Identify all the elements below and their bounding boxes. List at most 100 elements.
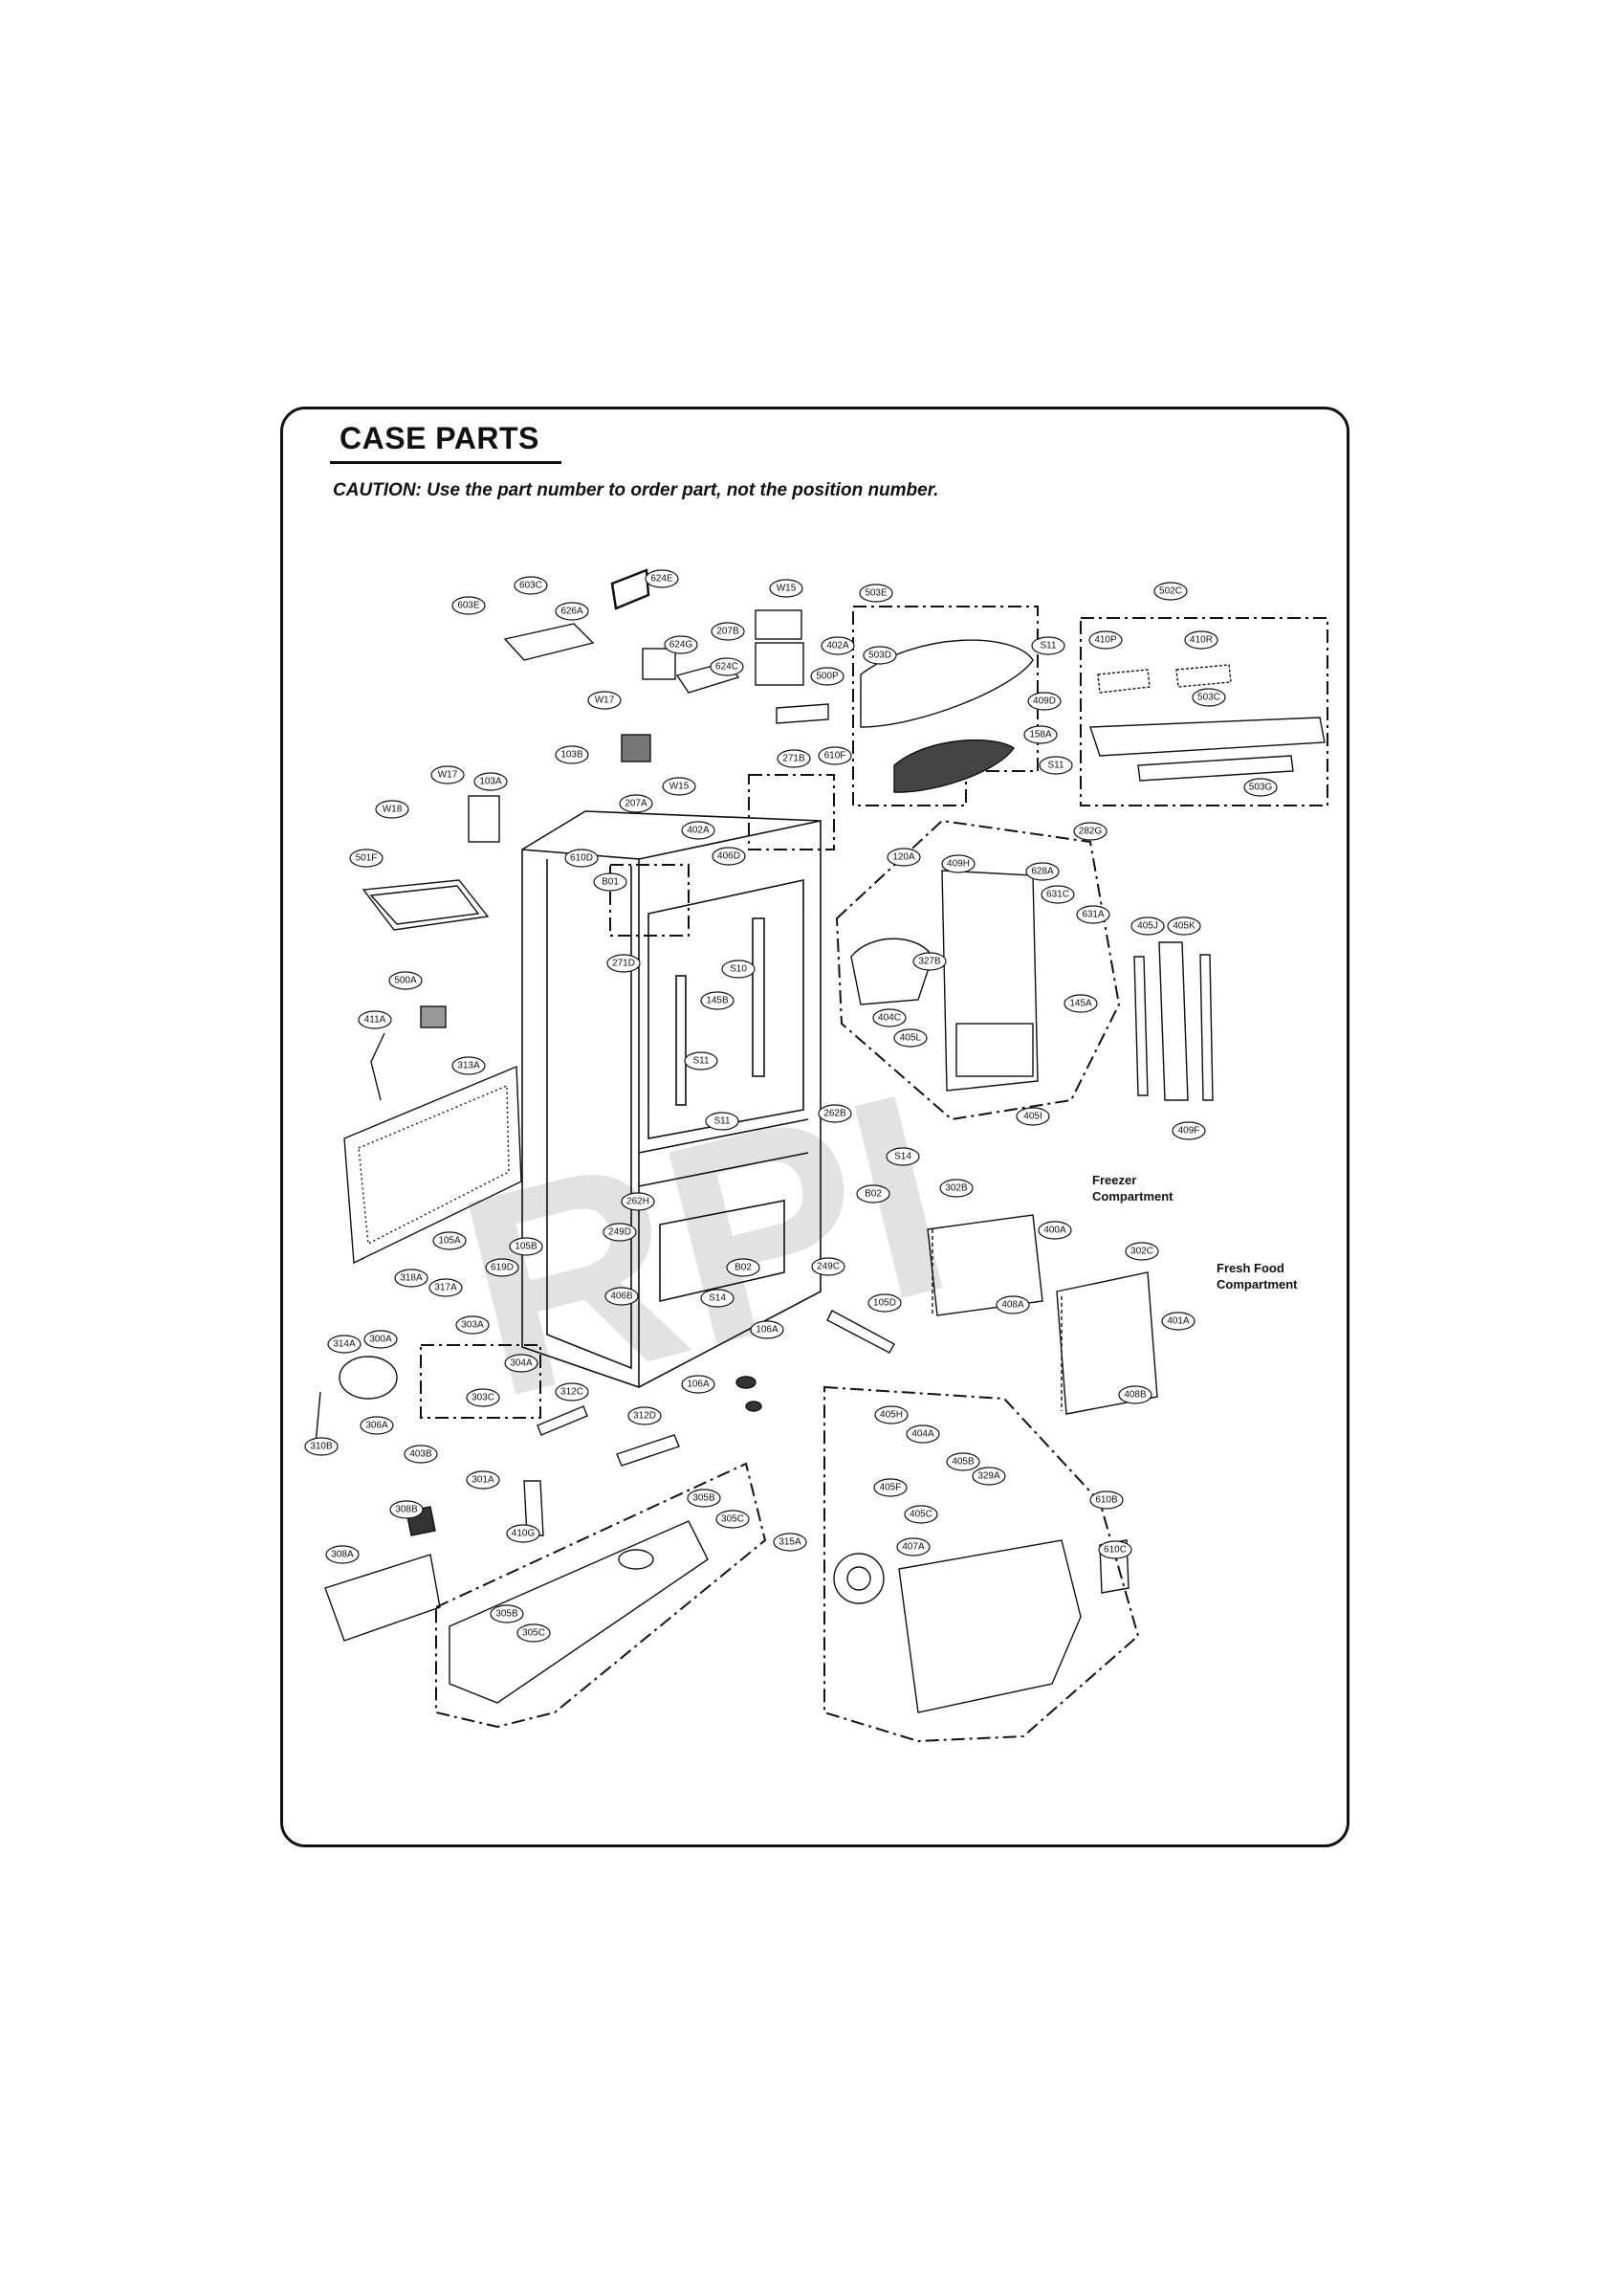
callout-502c: 502C [1153, 582, 1188, 601]
svg-text:W18: W18 [383, 805, 403, 815]
svg-text:318A: 318A [400, 1273, 423, 1284]
callout-103a: 103A [473, 772, 508, 791]
svg-text:313A: 313A [457, 1061, 480, 1071]
callout-103b: 103B [555, 745, 589, 764]
svg-text:503E: 503E [865, 588, 888, 599]
callout-b01: B01 [593, 872, 627, 892]
svg-text:105A: 105A [438, 1236, 461, 1247]
callout-301a: 301A [466, 1470, 500, 1490]
svg-text:327B: 327B [918, 957, 941, 967]
callout-305b-2: 305B [490, 1604, 524, 1623]
callout-402a: 402A [821, 636, 855, 655]
svg-text:405F: 405F [880, 1483, 902, 1493]
callout-409h: 409H [941, 854, 976, 873]
callout-120a: 120A [887, 848, 921, 867]
callout-503c: 503C [1192, 688, 1226, 707]
callout-312c: 312C [555, 1382, 589, 1402]
callout-400a: 400A [1038, 1221, 1072, 1240]
callout-410p: 410P [1088, 630, 1123, 650]
freezer-label-line2: Compartment [1092, 1189, 1173, 1203]
title-underline [330, 461, 561, 464]
svg-text:W17: W17 [438, 770, 458, 781]
callout-s10: S10 [721, 960, 756, 979]
callout-271b: 271B [777, 749, 811, 768]
svg-text:402A: 402A [687, 826, 710, 836]
callout-405h: 405H [874, 1405, 909, 1424]
callout-624e: 624E [645, 569, 679, 588]
svg-text:404C: 404C [878, 1013, 901, 1024]
callout-626a: 626A [555, 602, 589, 621]
callout-s14-a: S14 [886, 1147, 920, 1166]
callout-503g: 503G [1243, 778, 1278, 797]
page-title: CASE PARTS [340, 421, 539, 455]
callout-628a: 628A [1025, 862, 1060, 881]
group-outline-303a [420, 1344, 541, 1419]
fresh-food-label-line2: Compartment [1217, 1277, 1298, 1292]
svg-text:610F: 610F [824, 751, 846, 762]
callout-408b: 408B [1118, 1385, 1152, 1404]
callout-262b: 262B [818, 1104, 852, 1123]
svg-text:405B: 405B [952, 1457, 975, 1468]
svg-text:404A: 404A [911, 1429, 934, 1440]
callout-405f: 405F [873, 1478, 908, 1497]
callout-271d: 271D [606, 954, 641, 973]
callout-624g: 624G [664, 635, 698, 654]
svg-text:302B: 302B [945, 1183, 968, 1194]
group-outline-dispenser [823, 1385, 1140, 1743]
callout-327b: 327B [912, 952, 947, 971]
svg-text:303C: 303C [472, 1393, 494, 1403]
svg-text:W17: W17 [595, 695, 615, 706]
svg-text:303A: 303A [461, 1320, 484, 1331]
svg-text:610B: 610B [1095, 1495, 1118, 1506]
svg-text:631C: 631C [1046, 890, 1069, 900]
svg-text:300A: 300A [369, 1335, 392, 1345]
svg-text:207A: 207A [625, 799, 647, 809]
callout-401a: 401A [1161, 1312, 1195, 1331]
callout-300a: 300A [363, 1330, 398, 1349]
callout-262h: 262H [621, 1192, 655, 1211]
callout-410r: 410R [1184, 630, 1218, 650]
svg-text:B02: B02 [735, 1263, 752, 1273]
svg-text:610C: 610C [1104, 1545, 1127, 1556]
svg-text:106A: 106A [687, 1380, 710, 1390]
svg-text:271B: 271B [782, 754, 805, 764]
svg-text:500A: 500A [394, 976, 417, 986]
callout-405k: 405K [1167, 916, 1201, 936]
callout-105b: 105B [509, 1237, 543, 1256]
callout-w18: W18 [375, 800, 409, 819]
svg-text:405H: 405H [880, 1410, 903, 1421]
svg-text:619D: 619D [491, 1263, 514, 1273]
svg-text:407A: 407A [902, 1542, 925, 1553]
callout-610c: 610C [1098, 1540, 1132, 1559]
svg-text:306A: 306A [365, 1421, 388, 1431]
callout-631c: 631C [1041, 885, 1075, 904]
svg-text:106A: 106A [756, 1325, 779, 1336]
svg-text:503D: 503D [868, 651, 891, 661]
callout-305b-1: 305B [687, 1489, 721, 1508]
callout-405c: 405C [904, 1505, 938, 1524]
callout-409f: 409F [1172, 1121, 1206, 1140]
svg-text:626A: 626A [560, 607, 583, 617]
svg-text:400A: 400A [1043, 1225, 1066, 1236]
svg-text:631A: 631A [1082, 910, 1105, 920]
callout-207a: 207A [619, 794, 653, 813]
callout-305c-1: 305C [715, 1510, 750, 1529]
callout-317a: 317A [428, 1278, 463, 1297]
svg-text:262H: 262H [626, 1197, 649, 1207]
callout-405j: 405J [1130, 916, 1165, 936]
callout-145a: 145A [1064, 994, 1098, 1013]
callout-s11-a: S11 [1031, 636, 1065, 655]
svg-text:W15: W15 [669, 782, 690, 792]
callout-329a: 329A [972, 1467, 1006, 1486]
callout-610d: 610D [564, 849, 599, 868]
svg-text:406B: 406B [610, 1292, 633, 1302]
callout-w15: W15 [769, 579, 803, 598]
fresh-food-label-line1: Fresh Food [1217, 1261, 1284, 1275]
callout-306a: 306A [360, 1416, 394, 1435]
callout-145b: 145B [700, 991, 735, 1010]
callout-302c: 302C [1125, 1242, 1159, 1261]
callout-303c: 303C [466, 1388, 500, 1407]
svg-text:310B: 310B [310, 1442, 333, 1452]
callout-411a: 411A [358, 1010, 392, 1029]
